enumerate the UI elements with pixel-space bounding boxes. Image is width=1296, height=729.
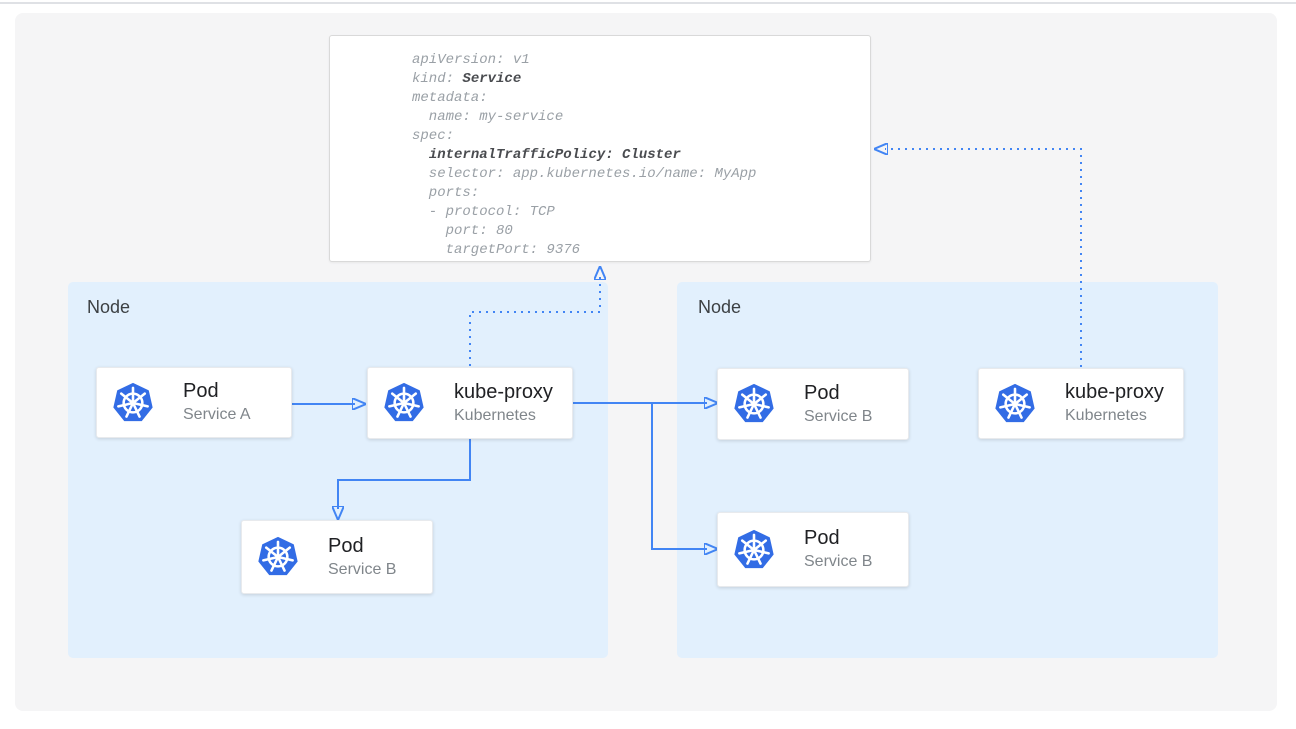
card-pod-service-a: Pod Service A bbox=[96, 367, 292, 438]
yaml-code-block: apiVersion: v1 kind: Service metadata: nam… bbox=[329, 35, 871, 262]
card-subtitle: Service A bbox=[183, 406, 251, 423]
code-line: metadata: bbox=[412, 90, 488, 106]
yaml-code: apiVersion: v1 kind: Service metadata: nam… bbox=[412, 51, 870, 260]
code-line: - protocol: TCP bbox=[412, 204, 555, 220]
kubernetes-icon bbox=[384, 382, 424, 422]
card-title: Pod bbox=[804, 527, 840, 549]
top-divider bbox=[0, 2, 1296, 4]
kubernetes-icon bbox=[258, 536, 298, 576]
card-pod-service-b-right-top: Pod Service B bbox=[717, 368, 909, 440]
card-kube-proxy-right: kube-proxy Kubernetes bbox=[978, 368, 1184, 439]
card-title: Pod bbox=[804, 381, 840, 404]
card-subtitle: Service B bbox=[804, 407, 873, 425]
kubernetes-icon bbox=[995, 383, 1035, 422]
code-line: selector: app.kubernetes.io/name: MyApp bbox=[412, 166, 757, 182]
code-line: internalTrafficPolicy: Cluster bbox=[428, 147, 681, 163]
card-title: Pod bbox=[328, 534, 364, 557]
card-kube-proxy-left: kube-proxy Kubernetes bbox=[367, 367, 573, 439]
code-line: ports: bbox=[412, 185, 480, 201]
code-line: kind: Service bbox=[412, 71, 522, 87]
kubernetes-icon bbox=[113, 382, 153, 421]
code-line: port: 80 bbox=[412, 223, 513, 239]
card-subtitle: Kubernetes bbox=[454, 406, 536, 424]
card-subtitle: Service B bbox=[804, 553, 873, 570]
card-title: kube-proxy bbox=[1065, 381, 1164, 403]
kubernetes-icon bbox=[734, 529, 774, 568]
node-panel-right bbox=[677, 282, 1218, 658]
card-subtitle: Kubernetes bbox=[1065, 407, 1147, 424]
node-label-left: Node bbox=[87, 297, 131, 317]
card-title: kube-proxy bbox=[454, 380, 553, 403]
code-line: name: my-service bbox=[412, 109, 564, 125]
card-pod-service-b-left: Pod Service B bbox=[241, 520, 433, 594]
card-pod-service-b-right-bottom: Pod Service B bbox=[717, 512, 909, 587]
code-line: targetPort: 9376 bbox=[412, 242, 581, 258]
card-subtitle: Service B bbox=[328, 560, 397, 578]
code-line: spec: bbox=[412, 128, 455, 144]
node-panel-left bbox=[68, 282, 608, 658]
code-line: apiVersion: v1 bbox=[412, 52, 530, 68]
node-label-right: Node bbox=[698, 297, 742, 317]
card-title: Pod bbox=[183, 380, 219, 402]
kubernetes-icon bbox=[734, 383, 774, 423]
